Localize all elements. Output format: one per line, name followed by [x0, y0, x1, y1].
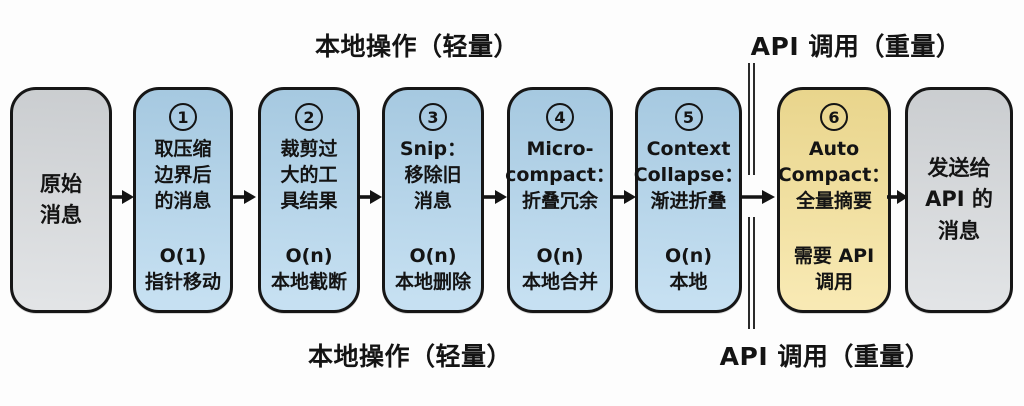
flow-arrow-icon: [740, 190, 775, 204]
box-step5-context-collapse: 5 Context Collapse： 渐进折叠 O(n) 本地: [633, 87, 744, 313]
box-footer: O(n) 本地合并: [521, 244, 598, 293]
box-body: 原始 消息: [40, 171, 82, 228]
box-footer: O(n) 本地截断: [270, 244, 347, 293]
step-number-badge: 1: [169, 103, 197, 131]
box-step2-trim-tool-results: 2 裁剪过 大的工 具结果 O(n) 本地截断: [258, 87, 360, 313]
bottom-label-local-ops: 本地操作（轻量）: [307, 342, 513, 371]
box-footer: 需要 API 调用: [793, 244, 875, 293]
flow-arrow-icon: [887, 190, 908, 204]
step-number-badge: 2: [295, 103, 323, 131]
top-label-api-call: API 调用（重量）: [750, 32, 962, 61]
box-body: Snip： 移除旧 消息: [399, 138, 467, 213]
box-body: Micro- compact： 折叠冗余: [505, 138, 615, 213]
top-label-local-ops: 本地操作（轻量）: [314, 32, 520, 61]
box-body: 发送给 API 的 消息: [925, 155, 993, 243]
box-footer: O(1) 指针移动: [144, 244, 221, 293]
flow-arrow-icon: [358, 190, 382, 204]
box-step6-auto-compact: 6 Auto Compact： 全量摘要 需要 API 调用: [777, 87, 891, 313]
box-body: Auto Compact： 全量摘要: [777, 138, 891, 213]
step-number-badge: 4: [546, 103, 574, 131]
step-number-badge: 6: [820, 103, 848, 131]
box-body: 裁剪过 大的工 具结果: [280, 138, 338, 213]
box-body: 取压缩 边界后 的消息: [154, 138, 212, 213]
box-original-message: 原始 消息: [10, 87, 112, 313]
box-footer: O(n) 本地删除: [394, 244, 471, 293]
box-step4-micro-compact: 4 Micro- compact： 折叠冗余 O(n) 本地合并: [505, 87, 615, 313]
bottom-label-api-call: API 调用（重量）: [719, 342, 931, 371]
api-boundary-divider-top: [748, 63, 755, 175]
box-sent-to-api-message: 发送给 API 的 消息: [905, 87, 1013, 313]
flow-arrow-icon: [110, 190, 134, 204]
step-number-badge: 5: [674, 103, 703, 131]
flow-arrow-icon: [483, 190, 507, 204]
api-boundary-divider-bottom: [748, 217, 755, 329]
box-step1-compaction-boundary: 1 取压缩 边界后 的消息 O(1) 指针移动: [133, 87, 233, 313]
box-step3-snip: 3 Snip： 移除旧 消息 O(n) 本地删除: [382, 87, 484, 313]
flow-arrow-icon: [612, 190, 636, 204]
box-body: Context Collapse： 渐进折叠: [633, 138, 744, 213]
flow-arrow-icon: [232, 190, 256, 204]
box-footer: O(n) 本地: [664, 244, 713, 293]
step-number-badge: 3: [419, 103, 447, 131]
